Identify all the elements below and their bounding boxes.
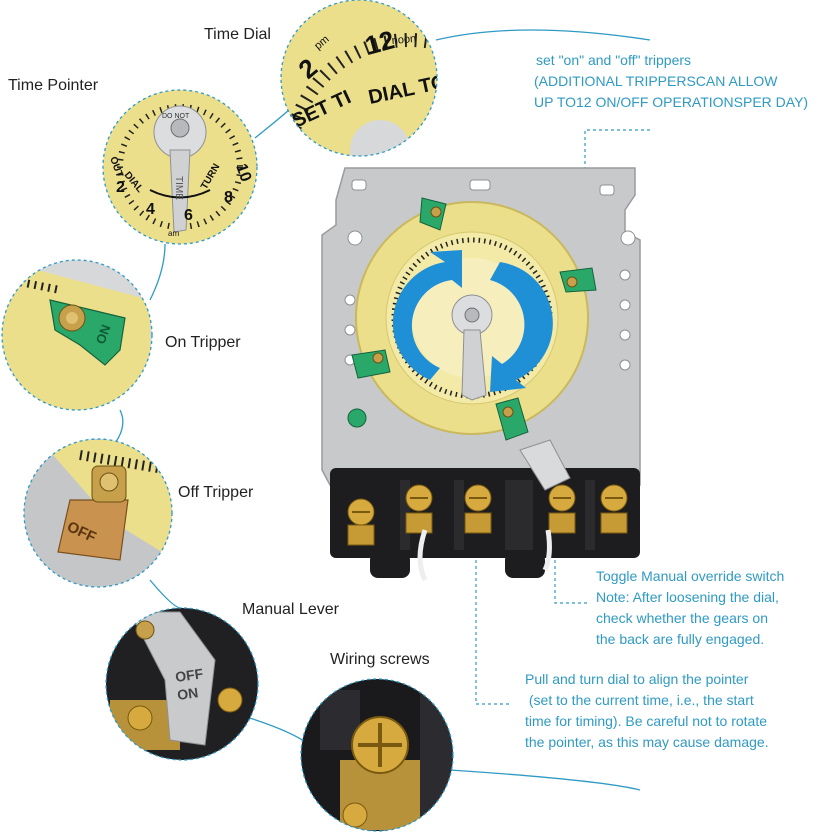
note-pull-line-4: the pointer, as this may cause damage. (525, 734, 769, 750)
pointer-number-6: 6 (184, 207, 193, 224)
time-pointer-bubble: 10 8 6 4 2 DO NOT TURN TIME DIAL OUT am (102, 89, 258, 245)
note-pull-dial: Pull and turn dial to align the pointer … (525, 669, 769, 753)
pointer-number-2: 2 (116, 179, 125, 196)
pointer-number-8: 8 (224, 189, 233, 206)
wiring-screws-bubble (300, 678, 454, 832)
note-pull-line-2: (set to the current time, i.e., the star… (525, 692, 754, 708)
note-trippers-line-2: (ADDITIONAL TRIPPERSCAN ALLOW (534, 73, 778, 89)
label-on-tripper: On Tripper (165, 334, 241, 351)
pointer-number-4: 4 (146, 201, 155, 218)
pointer-word-do-not: DO NOT (162, 113, 190, 120)
on-tripper-bubble: ON (1, 259, 153, 411)
lever-text-on: ON (176, 684, 199, 703)
on-tripper-text: ON (93, 323, 114, 346)
note-pull-line-1: Pull and turn dial to align the pointer (525, 671, 749, 687)
note-toggle-line-3: check whether the gears on (596, 610, 768, 626)
manual-lever-bubble: OFF ON (105, 607, 259, 761)
note-toggle-line-2: Note: After loosening the dial, (596, 589, 779, 605)
label-time-dial: Time Dial (204, 26, 271, 43)
note-toggle: Toggle Manual override switch Note: Afte… (596, 566, 784, 650)
time-dial-bubble: 12 2 noon pm DIAL TO SET TI (280, 0, 438, 157)
time-dial-word-noon: noon (391, 33, 416, 47)
note-trippers: set "on" and "off" trippers (ADDITIONAL … (534, 50, 808, 113)
label-off-tripper: Off Tripper (178, 484, 254, 501)
note-trippers-line-1: set "on" and "off" trippers (536, 52, 692, 68)
pointer-word-time: TIME (173, 176, 184, 200)
lever-text-off: OFF (174, 665, 204, 685)
label-wiring-screws: Wiring screws (330, 651, 430, 668)
pointer-word-am: am (168, 229, 179, 238)
timer-mechanism (321, 167, 641, 582)
label-manual-lever: Manual Lever (242, 601, 339, 618)
pointer-number-10: 10 (232, 162, 254, 185)
note-toggle-line-1: Toggle Manual override switch (596, 568, 785, 584)
note-toggle-line-4: the back are fully engaged. (596, 631, 765, 647)
label-time-pointer: Time Pointer (8, 77, 99, 94)
note-trippers-line-3: UP TO12 ON/OFF OPERATIONSPER DAY) (534, 94, 809, 110)
note-pull-line-3: time for timing). Be careful not to rota… (525, 713, 767, 729)
off-tripper-bubble: OFF (23, 438, 173, 588)
